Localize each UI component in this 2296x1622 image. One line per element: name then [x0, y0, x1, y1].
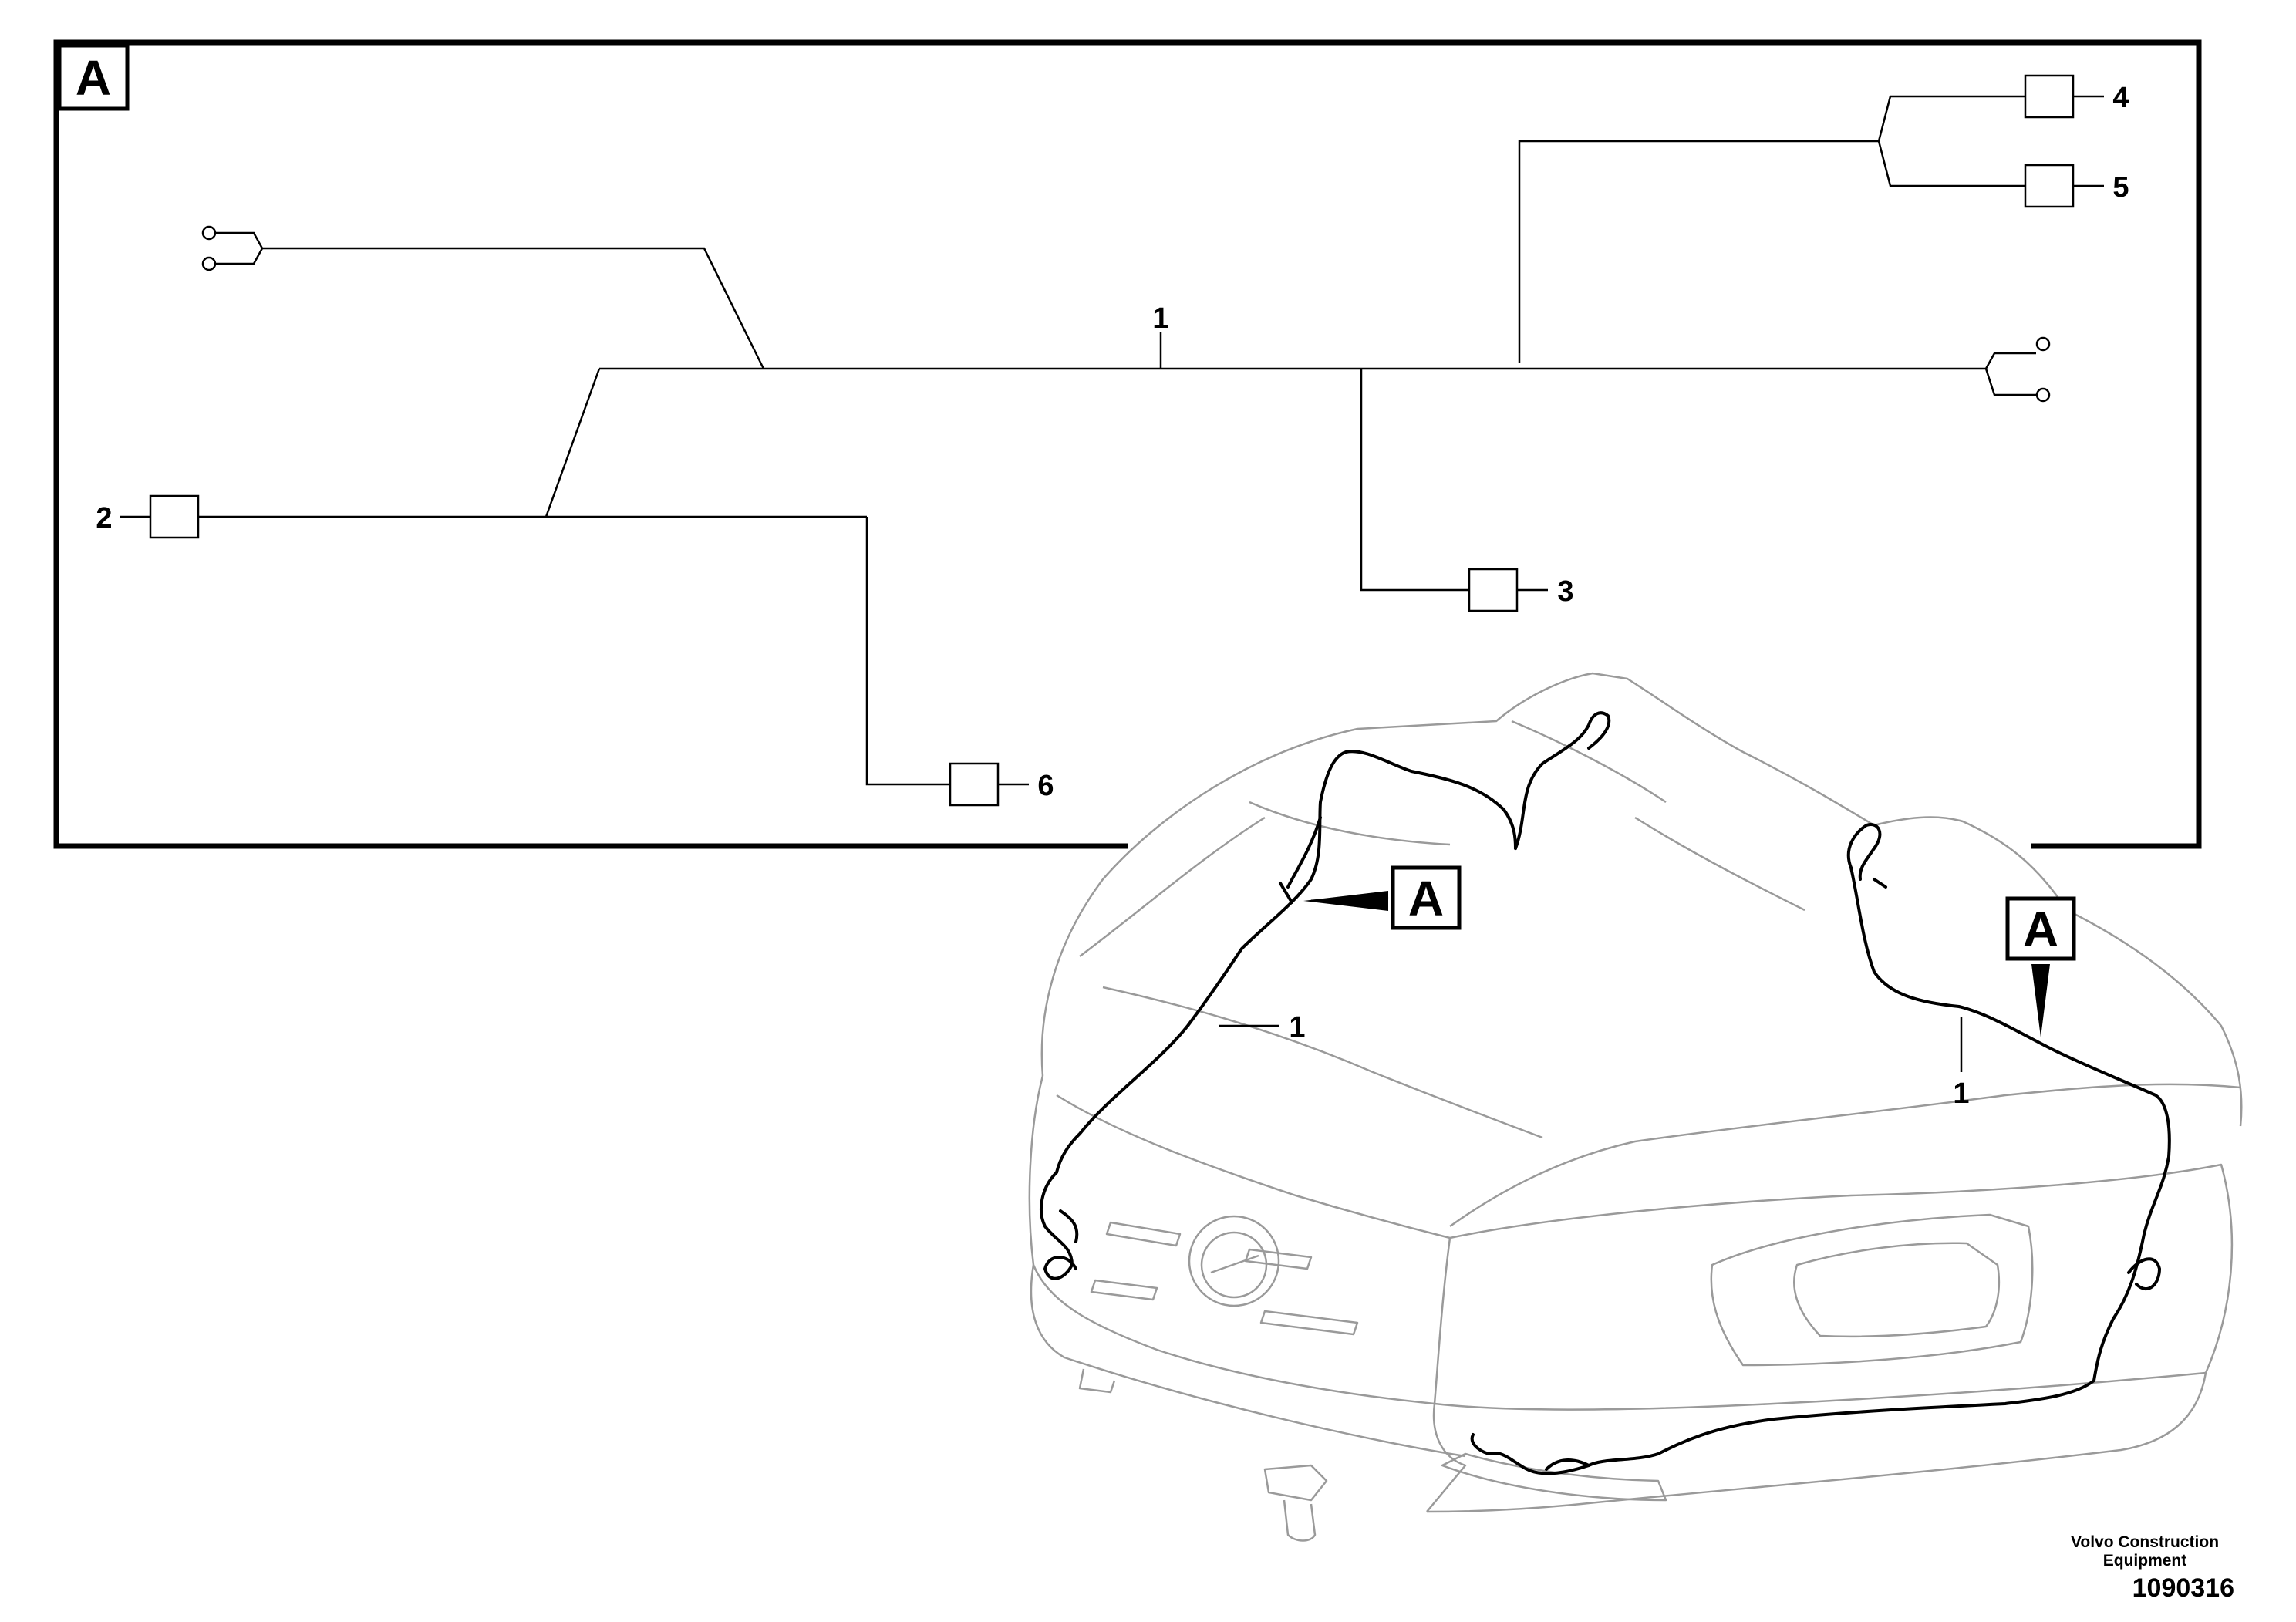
wiring-schematic: [120, 74, 2104, 807]
terminal-ring-right-bottom: [2035, 387, 2051, 403]
left-grille-slot-top: [1105, 1221, 1182, 1247]
view-arrow-right-head: [2031, 964, 2050, 1037]
hood-left-face-inner: [1056, 1094, 1451, 1239]
right-window-inner: [1793, 1242, 2001, 1338]
branch-lower-left: [544, 368, 601, 518]
connector-6: [949, 762, 1000, 807]
harness-left-top: [1514, 711, 1611, 850]
company-name: Volvo Construction Equipment: [2070, 1533, 2220, 1570]
callout-1-right: 1: [1953, 1077, 1969, 1110]
connector-5: [2024, 164, 2075, 208]
callout-5: 5: [2112, 171, 2129, 204]
terminal-ring-left-top: [201, 225, 217, 241]
hood-roof-ridge-right: [1449, 1083, 2241, 1228]
harness-left-run: [1055, 750, 1517, 1174]
left-grille-slot-mid: [1244, 1248, 1313, 1270]
branch-upper-left: [262, 247, 765, 369]
connector-3: [1468, 568, 1519, 612]
roof-detail-top: [1511, 720, 1667, 804]
hood-right-lower: [1426, 1371, 2207, 1513]
harness-left-bottom: [1040, 1171, 1079, 1280]
detail-frame: [53, 39, 2202, 849]
view-arrow-left-text: A: [1408, 871, 1444, 926]
bracket-center-stem: [1283, 1499, 1317, 1542]
right-window-opening: [1710, 1213, 2034, 1367]
harness-left-loop: [1279, 816, 1322, 904]
harness-right-bottom: [1470, 1433, 1590, 1475]
bracket-left: [1078, 1368, 1116, 1394]
view-arrow-right-text: A: [2023, 902, 2058, 957]
harness-on-machine: [1040, 711, 2171, 1475]
view-arrow-right-box: [2005, 896, 2076, 961]
hood-left-face: [1028, 1075, 1435, 1405]
terminal-fork-left: [215, 231, 264, 265]
branch-to-connector-3: [1360, 369, 1469, 592]
hood-left-lower: [1030, 1264, 1466, 1458]
hood-center-corner: [1426, 1237, 1467, 1512]
view-label-text: A: [76, 50, 111, 106]
view-label-box: [57, 43, 130, 111]
harness-right-side-loop: [2127, 1257, 2161, 1291]
callout-2: 2: [96, 502, 112, 534]
view-arrow-left-head: [1303, 891, 1388, 911]
fork-to-connector-5: [1877, 140, 2025, 187]
callout-1-left: 1: [1289, 1011, 1305, 1044]
left-grille-slot-low: [1090, 1279, 1158, 1301]
callout-1-schematic: 1: [1152, 302, 1168, 335]
view-arrow-left-box: [1391, 865, 1462, 930]
badge-inner-ring: [1200, 1231, 1268, 1299]
detail-view-a: [53, 39, 2202, 849]
roof-detail-left: [1249, 801, 1451, 846]
branch-to-connector-6: [865, 517, 950, 786]
fork-to-connector-4: [1877, 95, 2025, 142]
badge-outer-ring: [1188, 1215, 1280, 1307]
harness-right-top: [1846, 823, 1887, 889]
bracket-center: [1263, 1464, 1328, 1502]
terminal-fork-right-lower: [1984, 368, 2036, 396]
callout-6: 6: [1037, 770, 1054, 802]
terminal-ring-left-bottom: [201, 256, 217, 271]
drawing-number: 1090316: [2132, 1573, 2234, 1603]
view-arrow-left: [1303, 865, 1462, 930]
terminal-ring-right-top: [2035, 336, 2051, 352]
machine-hood-illustration: [1028, 672, 2243, 1542]
hood-top-outline: [1040, 672, 2243, 1127]
callout-4: 4: [2112, 82, 2129, 114]
hood-right-face: [1449, 1163, 2234, 1374]
callout-3: 3: [1557, 575, 1573, 608]
badge-bar: [1210, 1254, 1259, 1274]
roof-detail-right: [1634, 816, 1805, 912]
roof-edge-left: [1079, 816, 1266, 957]
terminal-fork-right: [1984, 352, 2036, 369]
left-grille-slot-right: [1259, 1310, 1359, 1336]
volvo-badge: [1188, 1215, 1280, 1307]
hood-roof-ridge: [1102, 986, 1543, 1139]
connector-2: [149, 494, 200, 539]
harness-right-run: [1587, 866, 2171, 1467]
connector-4: [2024, 74, 2075, 119]
right-lamp-pocket: [1441, 1452, 1667, 1502]
view-arrow-right: [2005, 896, 2076, 1037]
branch-to-connectors-4-5: [1518, 140, 1879, 363]
